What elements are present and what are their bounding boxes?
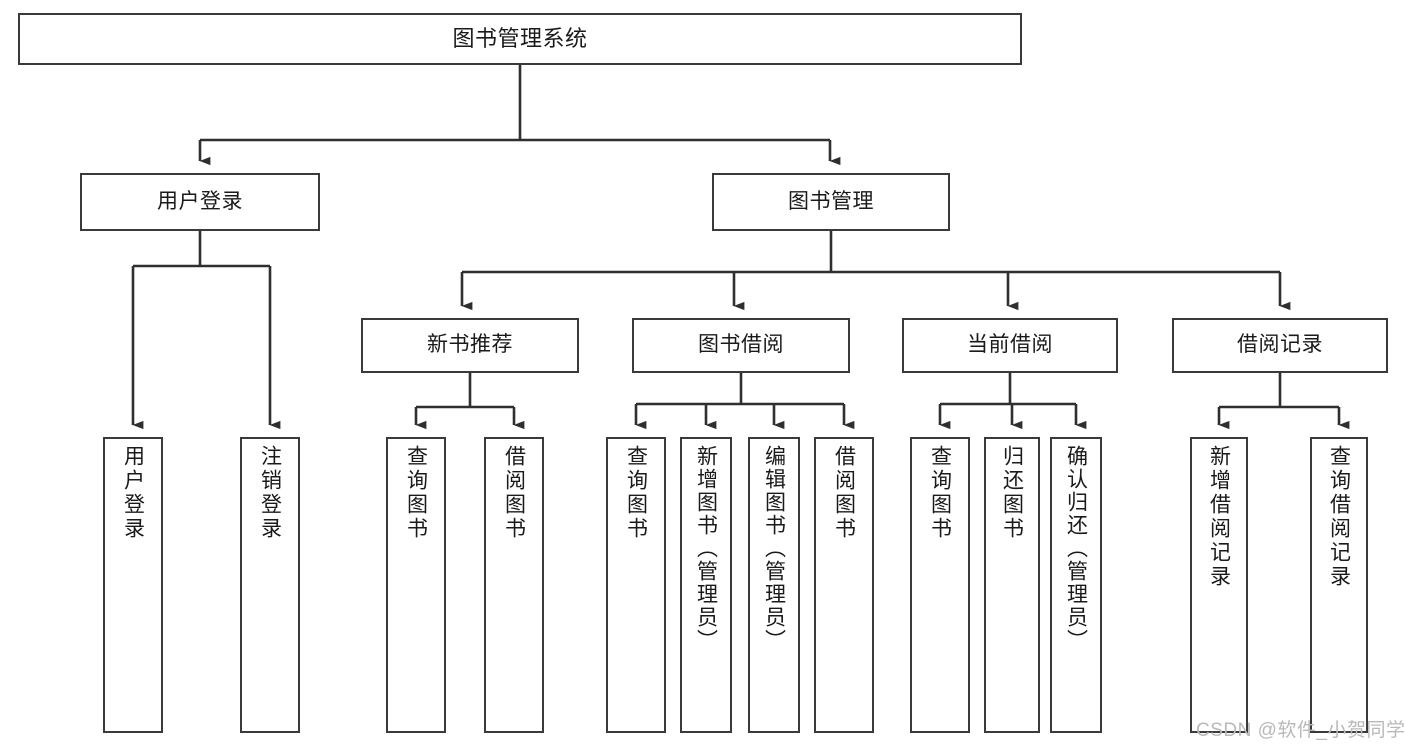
node-leaf-return-book[interactable]: 归还图书 bbox=[984, 437, 1040, 733]
node-leaf-query-book-cur[interactable]: 查询图书 bbox=[910, 437, 970, 733]
node-leaf-edit-book-admin[interactable]: 编辑图书（管理员） bbox=[748, 437, 800, 733]
node-leaf-query-book-cur-label: 查询图书 bbox=[928, 445, 952, 541]
node-leaf-query-book-borrow-label: 查询图书 bbox=[624, 445, 648, 541]
node-leaf-user-login-label: 用户登录 bbox=[121, 445, 145, 541]
node-user-login-label: 用户登录 bbox=[157, 189, 243, 213]
node-leaf-add-book-admin[interactable]: 新增图书（管理员） bbox=[680, 437, 732, 733]
node-leaf-query-book-rec[interactable]: 查询图书 bbox=[386, 437, 446, 733]
node-new-book-rec-label: 新书推荐 bbox=[427, 333, 513, 357]
node-new-book-rec[interactable]: 新书推荐 bbox=[361, 318, 579, 373]
node-leaf-borrow-book-rec-label: 借阅图书 bbox=[502, 445, 526, 541]
node-book-manage-label: 图书管理 bbox=[788, 189, 874, 213]
node-user-login[interactable]: 用户登录 bbox=[80, 173, 320, 231]
node-leaf-borrow-book[interactable]: 借阅图书 bbox=[814, 437, 874, 733]
node-leaf-borrow-book-label: 借阅图书 bbox=[832, 445, 856, 541]
node-leaf-add-borrow-record-label: 新增借阅记录 bbox=[1207, 445, 1231, 589]
node-book-manage[interactable]: 图书管理 bbox=[712, 173, 950, 231]
node-root[interactable]: 图书管理系统 bbox=[18, 13, 1022, 65]
node-leaf-query-borrow-record-label: 查询借阅记录 bbox=[1327, 445, 1351, 589]
node-leaf-query-book-rec-label: 查询图书 bbox=[404, 445, 428, 541]
node-leaf-add-book-admin-label: 新增图书（管理员） bbox=[694, 445, 718, 652]
node-leaf-confirm-return-admin-label: 确认归还（管理员） bbox=[1064, 445, 1088, 652]
node-leaf-user-logout[interactable]: 注销登录 bbox=[240, 437, 300, 733]
node-leaf-user-login[interactable]: 用户登录 bbox=[103, 437, 163, 733]
node-leaf-confirm-return-admin[interactable]: 确认归还（管理员） bbox=[1050, 437, 1102, 733]
node-leaf-borrow-book-rec[interactable]: 借阅图书 bbox=[484, 437, 544, 733]
node-root-label: 图书管理系统 bbox=[452, 26, 588, 52]
node-current-borrow-label: 当前借阅 bbox=[967, 333, 1053, 357]
node-leaf-add-borrow-record[interactable]: 新增借阅记录 bbox=[1190, 437, 1248, 733]
csdn-watermark: CSDN @软件_小贺同学 bbox=[1196, 720, 1405, 741]
node-book-borrow[interactable]: 图书借阅 bbox=[632, 318, 850, 373]
node-borrow-record-label: 借阅记录 bbox=[1237, 333, 1323, 357]
node-leaf-query-borrow-record[interactable]: 查询借阅记录 bbox=[1310, 437, 1368, 733]
node-book-borrow-label: 图书借阅 bbox=[698, 333, 784, 357]
node-leaf-return-book-label: 归还图书 bbox=[1000, 445, 1024, 541]
node-leaf-query-book-borrow[interactable]: 查询图书 bbox=[606, 437, 666, 733]
node-current-borrow[interactable]: 当前借阅 bbox=[902, 318, 1118, 373]
node-leaf-user-logout-label: 注销登录 bbox=[258, 445, 282, 541]
node-borrow-record[interactable]: 借阅记录 bbox=[1172, 318, 1388, 373]
node-leaf-edit-book-admin-label: 编辑图书（管理员） bbox=[762, 445, 786, 652]
